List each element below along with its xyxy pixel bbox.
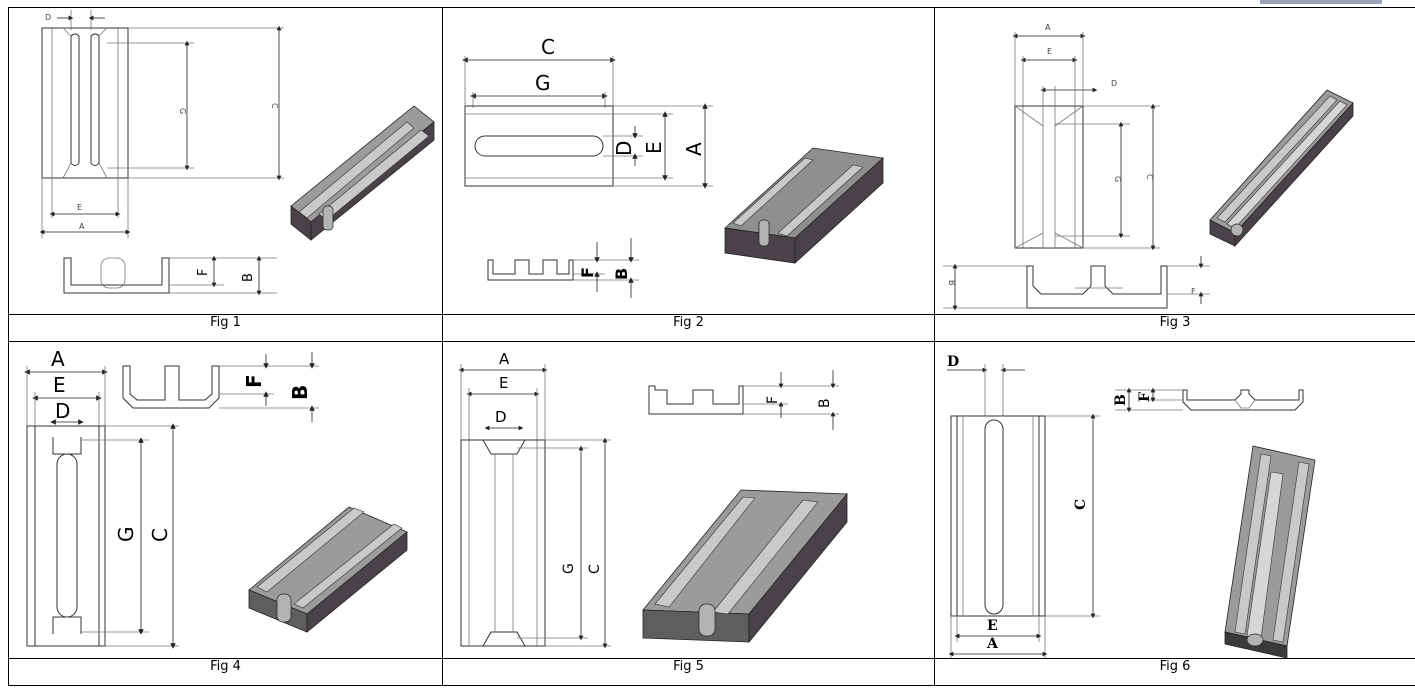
fig2-label-E: E: [642, 141, 666, 154]
fig1-side-view: [63, 257, 170, 294]
fig4-label-B: B: [288, 385, 312, 400]
fig4-label-A: A: [51, 347, 65, 371]
fig4-side-view: [122, 365, 220, 409]
fig4-label-D: D: [55, 399, 70, 423]
fig2-label-G: G: [535, 71, 551, 95]
fig5-top-view: [460, 439, 546, 647]
fig3-label-F: F: [1191, 287, 1196, 296]
fig2-label-F: F: [578, 267, 597, 278]
fig1-label-F: F: [196, 269, 211, 276]
fig3-3d-part: [1209, 89, 1354, 248]
figure-1-drawing: G C D E A F: [8, 7, 443, 315]
fig1-label-E: E: [77, 203, 82, 212]
fig5-svg: A E D G C: [458, 350, 848, 649]
fig2-svg: C G D E: [462, 35, 884, 298]
figure-4-caption: Fig 4: [8, 658, 443, 686]
fig6-label-A: A: [986, 636, 999, 652]
figure-1-caption: Fig 1: [8, 314, 443, 342]
fig4-3d-part: [248, 506, 408, 633]
fig5-label-A: A: [499, 350, 510, 368]
fig3-label-D: D: [1111, 79, 1117, 88]
fig6-label-C: C: [1073, 499, 1089, 510]
fig5-label-C: C: [587, 564, 603, 574]
fig5-label-D: D: [495, 408, 507, 426]
fig4-label-F: F: [242, 374, 266, 388]
top-accent-bar: [1260, 0, 1382, 4]
fig5-label-F: F: [765, 396, 781, 404]
fig4-svg: A E D G C: [24, 347, 408, 649]
fig6-label-B: B: [1113, 394, 1129, 406]
fig6-3d-part: [1224, 445, 1316, 658]
figure-3-caption: Fig 3: [934, 314, 1415, 342]
fig1-label-A: A: [79, 222, 85, 231]
fig6-top-view: [950, 415, 1046, 617]
fig1-3d-part: [290, 105, 435, 241]
fig1-label-C: C: [270, 103, 279, 109]
fig1-top-view: [41, 27, 129, 179]
fig2-3d-part: [724, 147, 884, 264]
fig4-top-view: [26, 425, 106, 647]
fig6-label-E: E: [987, 618, 998, 634]
fig3-side-view: [1026, 265, 1168, 309]
figure-grid: G C D E A F: [8, 7, 1415, 686]
fig6-label-D: D: [947, 354, 959, 370]
figure-2-caption: Fig 2: [442, 314, 935, 342]
fig2-top-view: [464, 105, 614, 187]
fig2-label-D: D: [612, 141, 636, 156]
fig3-label-A: A: [1045, 23, 1051, 32]
fig1-label-B: B: [241, 273, 256, 282]
fig3-label-E: E: [1047, 47, 1052, 56]
fig2-label-B: B: [612, 268, 631, 280]
fig2-side-view: [487, 259, 574, 281]
fig1-svg: G C D E A F: [39, 10, 435, 296]
fig5-side-view: [648, 385, 744, 415]
fig4-label-G: G: [114, 527, 138, 543]
fig4-label-E: E: [53, 373, 66, 397]
figure-5-drawing: A E D G C: [442, 341, 935, 659]
figure-2-drawing: C G D E: [442, 7, 935, 315]
fig1-label-D: D: [45, 13, 51, 22]
figure-4-drawing: A E D G C: [8, 341, 443, 659]
fig6-label-F: F: [1137, 392, 1153, 402]
fig3-svg: A E D G C: [943, 23, 1354, 311]
fig6-svg: D C E A: [947, 354, 1316, 658]
fig1-label-G: G: [178, 108, 187, 114]
fig6-side-view: [1182, 389, 1304, 411]
fig5-3d-part: [642, 489, 848, 644]
figure-6-drawing: D C E A: [934, 341, 1415, 659]
fig3-top-view: [1014, 105, 1084, 249]
figure-6-caption: Fig 6: [934, 658, 1415, 686]
fig2-label-C: C: [541, 35, 555, 59]
fig2-label-A: A: [682, 142, 706, 156]
fig5-label-B: B: [817, 398, 833, 408]
fig5-label-G: G: [561, 563, 577, 574]
fig3-label-C: C: [1145, 174, 1154, 180]
figure-5-caption: Fig 5: [442, 658, 935, 686]
figure-3-drawing: A E D G C: [934, 7, 1415, 315]
fig4-label-C: C: [148, 528, 172, 542]
fig3-label-G: G: [1113, 176, 1122, 182]
fig3-label-B: B: [947, 280, 956, 286]
fig5-label-E: E: [499, 374, 508, 392]
